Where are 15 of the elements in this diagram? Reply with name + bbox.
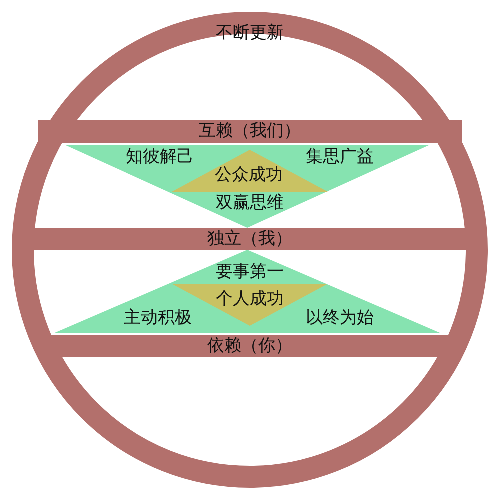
label: 以终为始 xyxy=(306,308,374,328)
triangle xyxy=(55,250,440,333)
triangle xyxy=(65,145,430,228)
label: 知彼解己 xyxy=(126,147,194,167)
label: 独立（我） xyxy=(208,229,292,249)
label: 依赖（你） xyxy=(208,336,292,356)
label: 公众成功 xyxy=(215,165,283,185)
label: 个人成功 xyxy=(216,289,284,309)
label: 要事第一 xyxy=(216,262,284,282)
ring xyxy=(12,12,488,488)
label: 集思广益 xyxy=(306,147,374,167)
label: 双赢思维 xyxy=(216,193,284,213)
label: 互赖（我们） xyxy=(199,121,301,141)
band xyxy=(38,120,462,143)
label: 主动积极 xyxy=(124,308,192,328)
